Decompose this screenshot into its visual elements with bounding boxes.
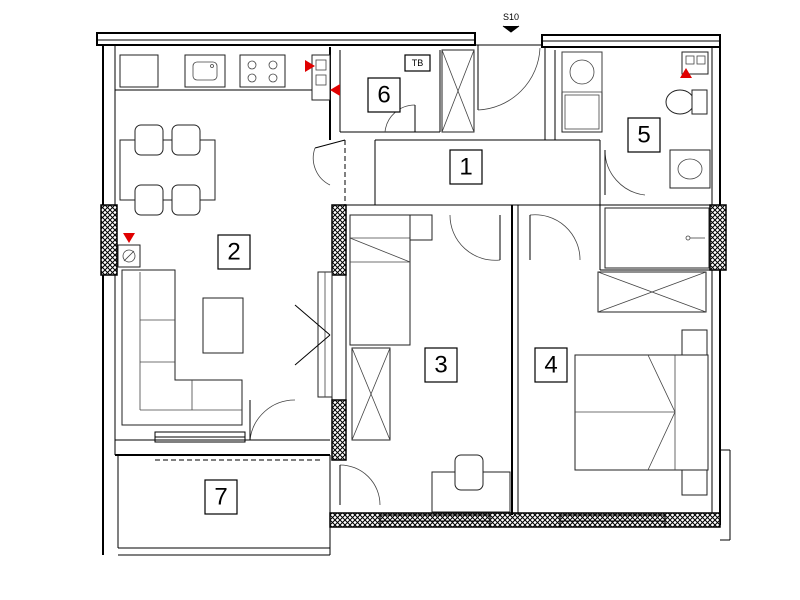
room-label-4: 4: [544, 352, 557, 379]
chair: [171, 184, 201, 216]
nightstand-left: [681, 329, 708, 356]
nightstand-right: [681, 469, 708, 496]
nightstand: [409, 214, 433, 241]
marker-arrow-left: [330, 84, 340, 96]
chair: [171, 124, 201, 156]
room-label-6: 6: [377, 82, 390, 109]
room-labels: 1 2 3 4 5 6 7: [204, 77, 661, 515]
room-label-2: 2: [227, 239, 240, 266]
single-bed: [349, 214, 411, 346]
markers: [123, 60, 692, 243]
dining-set: [119, 124, 216, 216]
marker-arrow-down: [123, 233, 135, 243]
living-area: [117, 244, 244, 426]
fridge: [119, 54, 159, 88]
room-label-1: 1: [459, 154, 472, 181]
section-label: S10: [503, 12, 519, 22]
section-marker: S10: [502, 12, 520, 33]
room-label-3: 3: [434, 352, 447, 379]
room-label-5: 5: [637, 122, 650, 149]
balcony: [102, 455, 331, 556]
room-4-furniture: [574, 271, 709, 496]
interior-walls: [115, 47, 712, 515]
boiler: [311, 54, 331, 101]
double-bed: [574, 354, 709, 471]
sofa: [121, 269, 243, 426]
chair: [134, 184, 164, 216]
desk-chair: [454, 454, 484, 491]
dining-table: [119, 139, 216, 201]
windows: [154, 271, 666, 528]
washing-unit: [681, 51, 709, 75]
room-label-7: 7: [214, 484, 227, 511]
hatch-partition-upper: [331, 204, 347, 276]
kitchen: [119, 54, 331, 101]
section-arrow-icon: [502, 25, 520, 33]
toilet: [665, 89, 695, 115]
room-3-furniture: [349, 214, 511, 513]
coffee-table: [202, 297, 244, 354]
kitchen-sink: [184, 54, 226, 88]
bathroom-fixtures: [561, 51, 711, 269]
cooktop: [239, 54, 286, 88]
doors: [249, 45, 646, 506]
hatch-left-wall: [100, 204, 118, 276]
hatched-walls: [100, 204, 727, 528]
tb-box: [404, 54, 431, 72]
chair: [134, 124, 164, 156]
hatch-partition-lower: [331, 399, 347, 461]
top-wall-left: [96, 32, 476, 46]
service-label: TB: [412, 58, 424, 68]
hatch-right-wall: [709, 204, 727, 271]
bathroom-sink: [669, 149, 711, 189]
marker-arrow-right: [305, 60, 315, 72]
marker-arrow-up: [680, 68, 692, 78]
